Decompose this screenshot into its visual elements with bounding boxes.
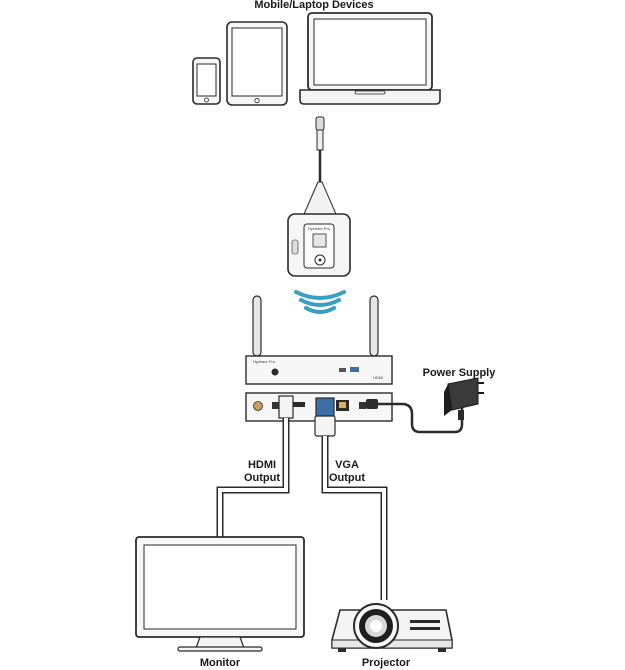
projector-icon [331, 603, 453, 652]
vga-output-label-line1: VGA [335, 459, 359, 471]
usb-c-dongle-icon: Hyshare Pro [287, 116, 351, 277]
hdmi-output-label-line1: HDMI [248, 459, 276, 471]
monitor-icon [135, 536, 305, 652]
projector-label: Projector [362, 657, 411, 669]
devices-label: Mobile/Laptop Devices [254, 0, 373, 11]
power-cable [366, 399, 464, 434]
vga-output-label-line2: Output [329, 472, 365, 484]
tablet-icon [226, 21, 288, 106]
receiver-brand-text: Hyshare Pro [253, 359, 276, 364]
hdmi-cable [216, 395, 294, 545]
hdmi-output-label-line2: Output [244, 472, 280, 484]
monitor-label: Monitor [200, 657, 241, 669]
laptop-icon [299, 12, 441, 105]
wireless-signal-icon [294, 290, 346, 314]
smartphone-icon [192, 57, 221, 105]
hdmi-logo-text: HDMI [373, 375, 383, 380]
power-supply-label: Power Supply [423, 367, 497, 379]
power-adapter-icon [444, 377, 484, 420]
vga-cable [314, 397, 388, 600]
dongle-brand-text: Hyshare Pro [308, 226, 331, 231]
